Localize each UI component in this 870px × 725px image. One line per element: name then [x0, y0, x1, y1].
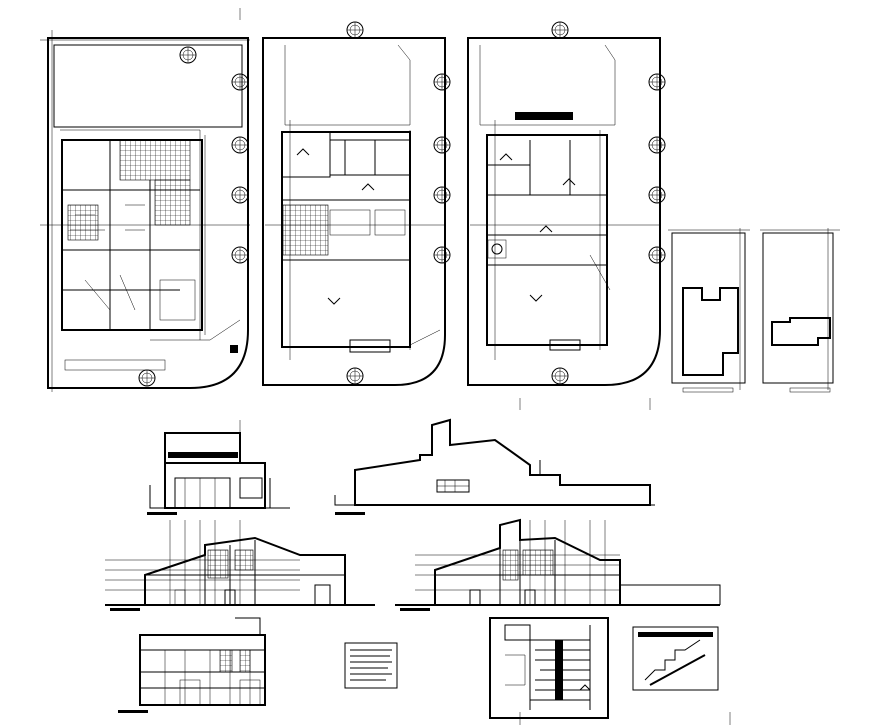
- plan-first-floor: [262, 21, 451, 386]
- section-a: [105, 520, 375, 611]
- grid-tick-marks: [239, 8, 731, 725]
- stair-detail: [489, 617, 609, 719]
- section-b: [395, 518, 721, 611]
- detail-stair-profile: [632, 626, 719, 691]
- elevation-front: [147, 420, 290, 515]
- plan-ground-floor: [40, 30, 250, 392]
- site-plan-left: [668, 228, 750, 393]
- elevation-side: [334, 418, 655, 515]
- legend-table: [344, 642, 398, 689]
- plan-roof: [467, 21, 666, 386]
- site-plan-right: [760, 228, 840, 393]
- elevation-rear: [118, 617, 266, 713]
